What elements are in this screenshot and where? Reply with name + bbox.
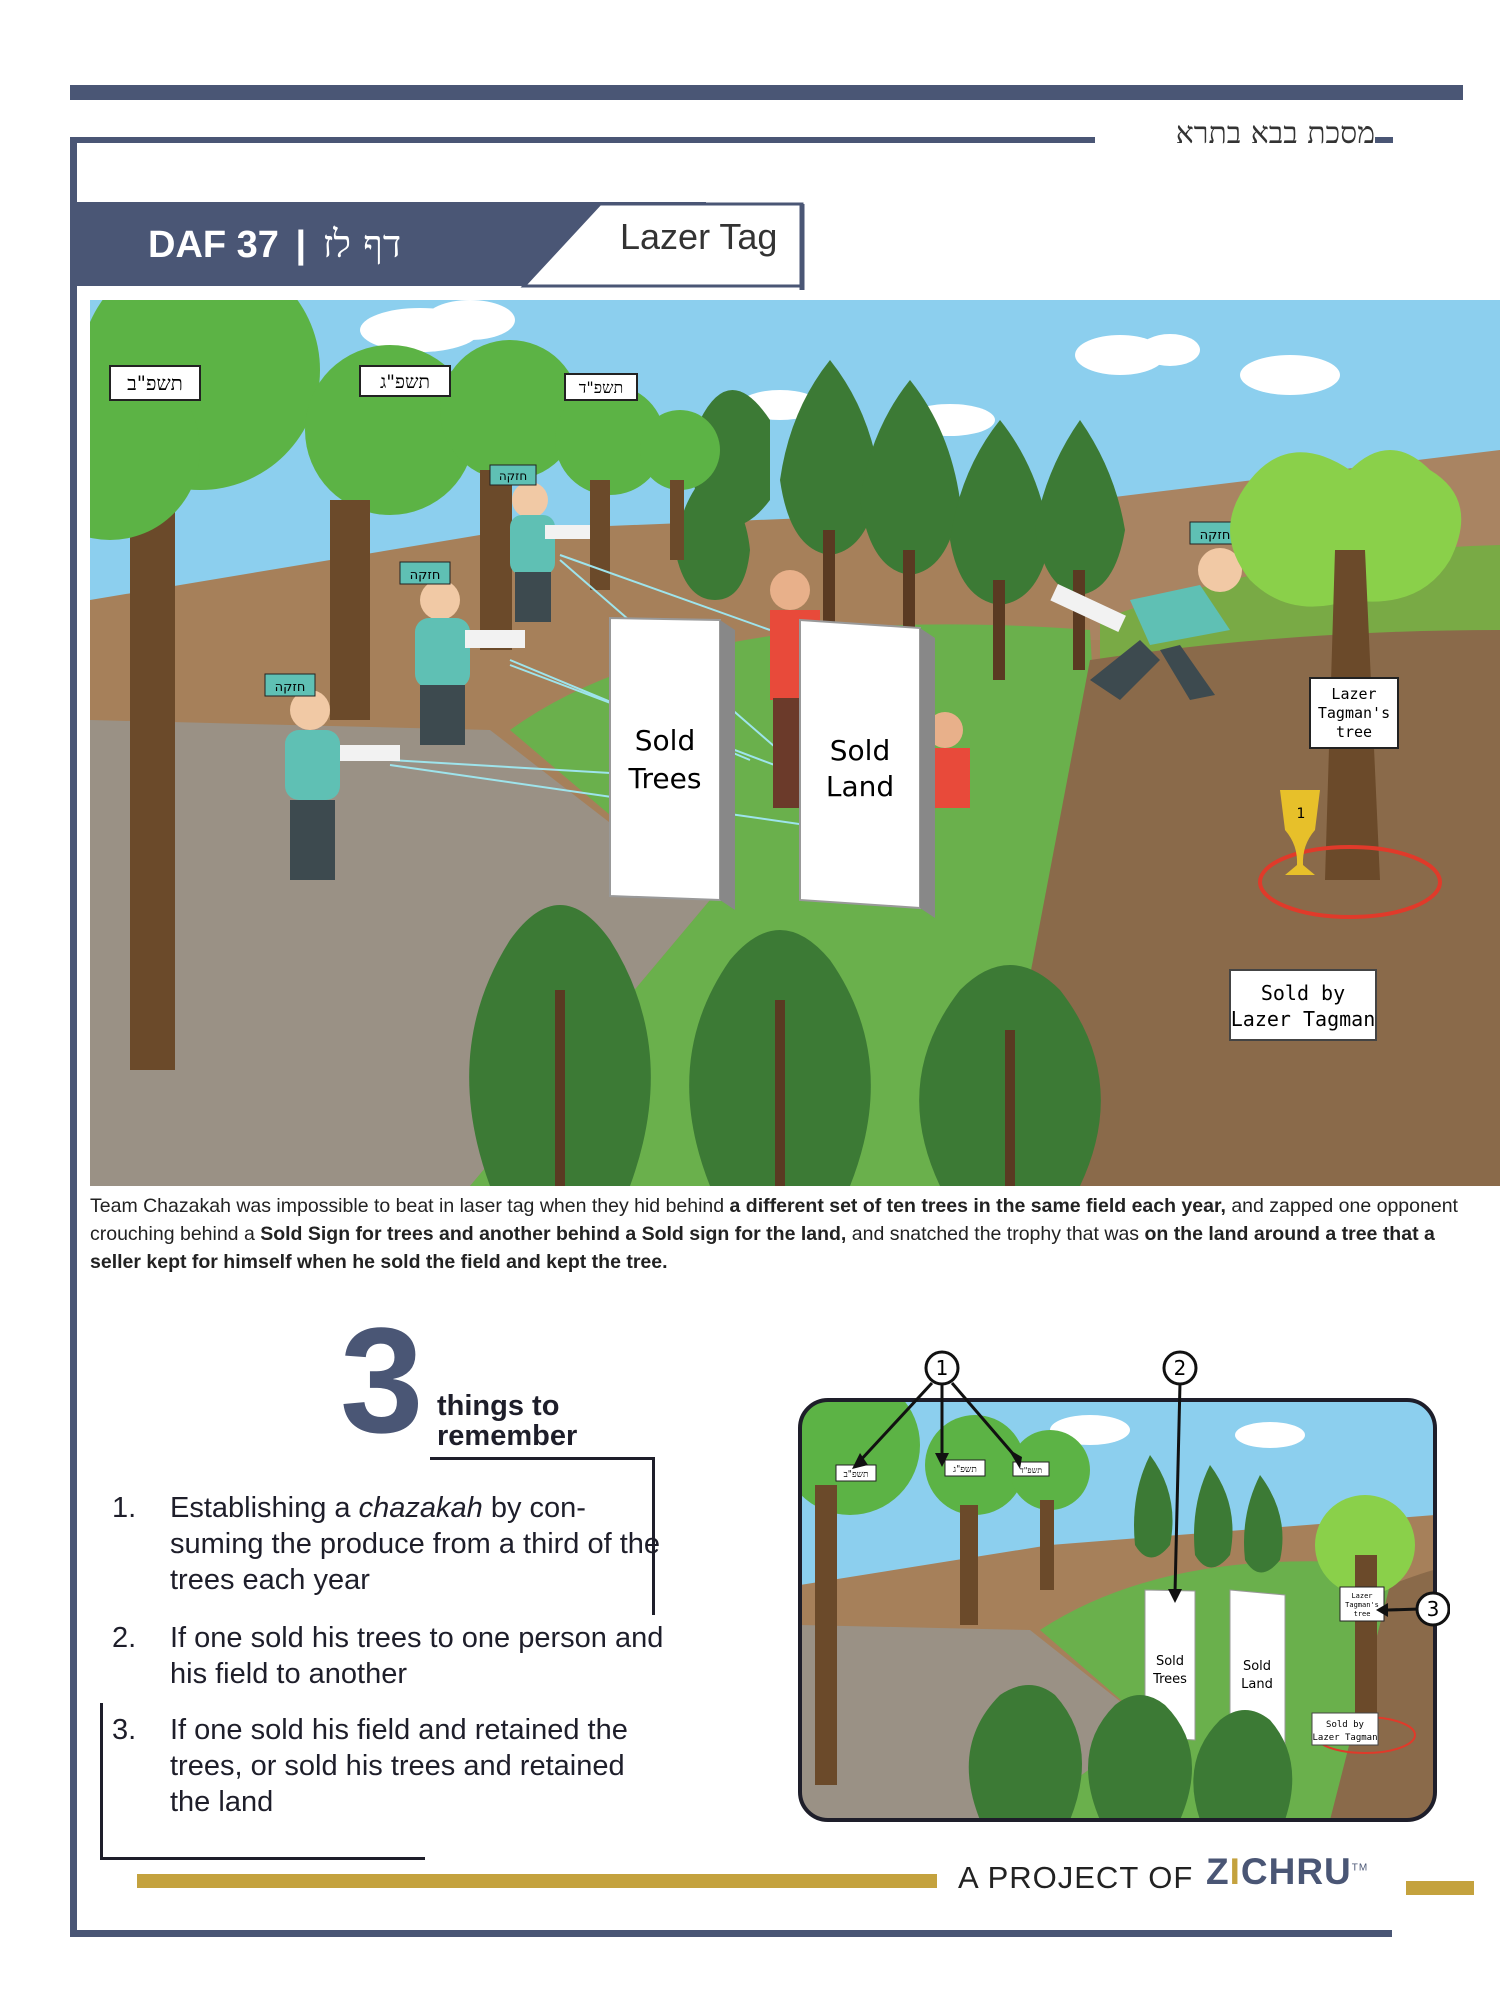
list-item-text: Establishing a chazakah by con-suming th… <box>170 1492 661 1596</box>
sold-land-sign: Sold Land <box>799 618 935 918</box>
main-illustration: תשפ"ב תשפ"ג תשפ"ד חזקה <box>90 300 1500 1186</box>
big-three-number: 3 <box>340 1296 424 1464</box>
things-heading-line2: remember <box>437 1420 578 1452</box>
svg-text:Land: Land <box>1241 1677 1273 1692</box>
daf-hebrew: דף לז <box>322 222 402 266</box>
svg-text:1: 1 <box>936 1356 949 1380</box>
foreground-trees <box>469 905 1101 1186</box>
heading-underline <box>430 1457 655 1460</box>
svg-text:Sold: Sold <box>1243 1659 1271 1674</box>
frame-top-right-line <box>1375 137 1393 143</box>
frame-left-line <box>70 137 77 1937</box>
list-item-number: 1. <box>112 1492 137 1524</box>
svg-text:Land: Land <box>826 770 894 803</box>
svg-text:Lazer: Lazer <box>1351 1592 1372 1600</box>
svg-text:Lazer: Lazer <box>1331 685 1376 703</box>
svg-text:tree: tree <box>1336 723 1372 741</box>
list-item-number: 2. <box>112 1622 137 1654</box>
svg-text:תשפ"ד: תשפ"ד <box>1020 1466 1042 1475</box>
footer-project-of: A PROJECT OF <box>958 1860 1194 1895</box>
pine-trees <box>675 360 1125 680</box>
things-heading-line1: things to <box>437 1390 560 1422</box>
bracket-left <box>100 1703 103 1860</box>
callout-arrowheads <box>852 1449 1388 1617</box>
zichru-logo: ZICHRUTM <box>1206 1851 1369 1892</box>
trophy-icon <box>1280 790 1320 875</box>
title-separator: | <box>295 224 307 266</box>
footer-rule-right <box>1406 1881 1474 1895</box>
callout-arrows <box>856 1381 1421 1612</box>
svg-text:Sold: Sold <box>1156 1654 1184 1669</box>
top-rule <box>70 85 1463 100</box>
svg-text:Tagman's: Tagman's <box>1345 1601 1379 1609</box>
frame-bottom-line <box>70 1930 1392 1937</box>
callout-2: 2 <box>1162 1350 1198 1386</box>
badge-1: חזקה <box>275 680 306 695</box>
footer-rule-left <box>137 1874 937 1888</box>
svg-text:tree: tree <box>1354 1610 1371 1618</box>
callout-3: 3 <box>1415 1591 1450 1627</box>
year-label-3: תשפ"ד <box>579 378 624 397</box>
page-title: DAF 37 | דף לז <box>148 214 401 274</box>
badge-4: חזקה <box>1200 528 1231 543</box>
svg-text:Lazer Tagman: Lazer Tagman <box>1312 1733 1377 1743</box>
svg-text:Sold by: Sold by <box>1261 981 1345 1005</box>
frame-top-line <box>70 137 1095 143</box>
year-label-1: תשפ"ב <box>127 371 183 395</box>
title-tab <box>520 202 805 290</box>
illustration-caption: Team Chazakah was impossible to beat in … <box>90 1195 1458 1273</box>
list-item: 1. Establishing a chazakah by con-suming… <box>112 1490 660 1600</box>
list-item: 2. If one sold his trees to one person a… <box>112 1620 663 1695</box>
svg-text:1: 1 <box>1297 806 1306 822</box>
year-label-2: תשפ"ג <box>380 371 430 393</box>
svg-text:Lazer Tagman: Lazer Tagman <box>1231 1007 1376 1031</box>
svg-text:Sold: Sold <box>830 734 890 767</box>
daf-english: DAF 37 <box>148 224 279 266</box>
svg-text:3: 3 <box>1427 1597 1440 1621</box>
svg-text:תשפ"ב: תשפ"ב <box>843 1470 868 1480</box>
svg-text:Trees: Trees <box>628 762 702 795</box>
sold-trees-sign: Sold Trees <box>609 616 735 910</box>
list-item-text: If one sold his trees to one person and … <box>170 1622 664 1690</box>
list-item-number: 3. <box>112 1714 137 1746</box>
bracket-bottom <box>100 1857 425 1860</box>
list-item: 3. If one sold his field and retained th… <box>112 1712 652 1822</box>
svg-text:2: 2 <box>1174 1356 1187 1380</box>
kept-tree: 1 Lazer Tagman's tree <box>1230 450 1462 919</box>
list-item-text: If one sold his field and retained the t… <box>170 1714 628 1818</box>
badge-3: חזקה <box>499 469 527 483</box>
team-chazakah-players: חזקה חזקה חזקה <box>264 464 1242 880</box>
svg-text:Trees: Trees <box>1152 1672 1187 1687</box>
page-subtitle: Lazer Tag <box>620 216 778 257</box>
thumbnail-illustration: Sold Trees Sold Land תשפ"ב תשפ"ג תשפ"ד L… <box>798 1350 1450 1822</box>
year-labels: תשפ"ב תשפ"ג תשפ"ד <box>109 365 638 401</box>
badge-2: חזקה <box>410 568 441 583</box>
tractate-title: מסכת בבא בתרא <box>1175 116 1375 151</box>
svg-text:Tagman's: Tagman's <box>1318 704 1390 722</box>
bracket-right <box>652 1457 655 1615</box>
svg-text:Sold by: Sold by <box>1326 1720 1365 1730</box>
sold-by-sign: Sold by Lazer Tagman <box>1229 969 1377 1041</box>
callout-1: 1 <box>924 1350 960 1386</box>
svg-text:Sold: Sold <box>635 724 695 757</box>
svg-text:תשפ"ג: תשפ"ג <box>953 1465 977 1475</box>
